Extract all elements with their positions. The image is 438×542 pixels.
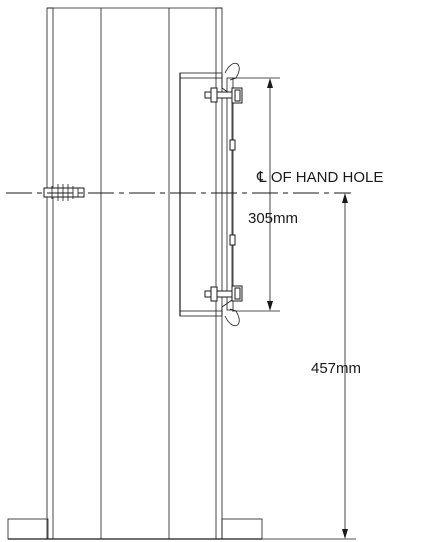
handhole-height-label: 305mm <box>248 210 298 227</box>
bottom-latch-bolt <box>204 285 243 302</box>
handhole-cover <box>221 62 240 327</box>
ground-lug <box>43 184 85 201</box>
centerline-height-label: 457mm <box>311 360 361 377</box>
base-plate <box>7 518 263 540</box>
top-latch-bolt <box>204 87 243 104</box>
pole-shaft <box>46 7 223 540</box>
dimension-handhole-height <box>232 77 280 312</box>
dimension-centerline-height <box>262 193 356 540</box>
centerline-label: ℄ OF HAND HOLE <box>256 169 383 186</box>
